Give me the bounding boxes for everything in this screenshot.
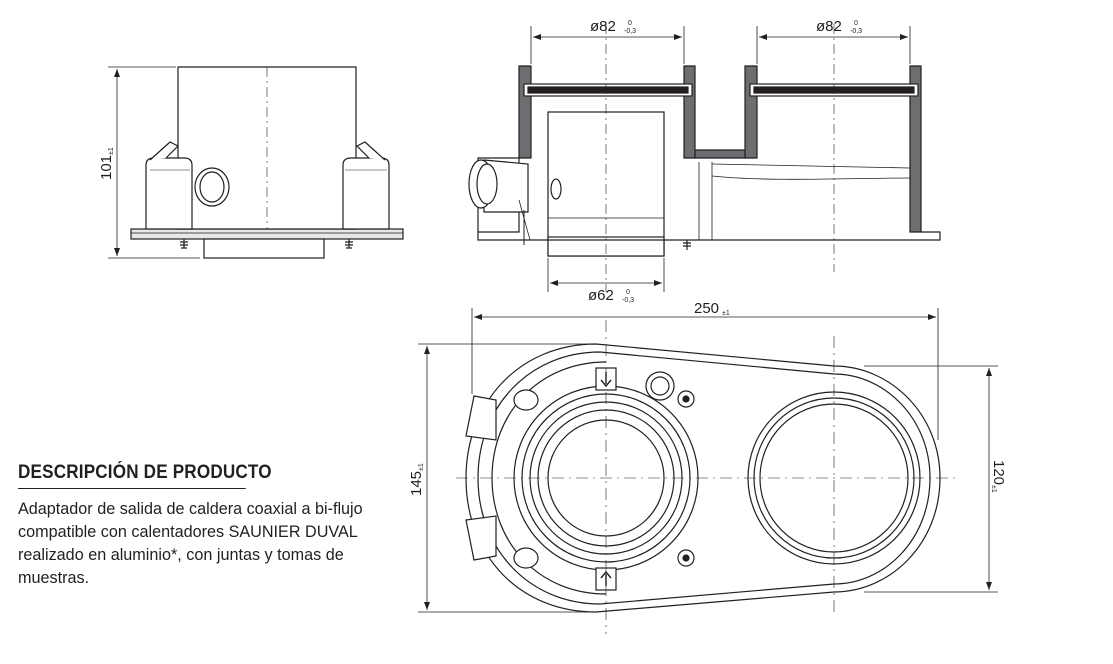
dim-inlet-bottom-tol-bottom: -0,3 bbox=[622, 297, 634, 304]
dim-outlet-right bbox=[756, 26, 911, 64]
svg-text:101: 101 bbox=[98, 155, 115, 180]
plan-view bbox=[456, 320, 960, 634]
dim-outlet-left bbox=[530, 26, 685, 64]
svg-text:±1: ±1 bbox=[108, 147, 115, 155]
dim-outlet-right-tol-bottom: -0,3 bbox=[850, 28, 862, 35]
dim-length-tol: ±1 bbox=[722, 310, 730, 317]
description-title: DESCRIPCIÓN DE PRODUCTO bbox=[18, 462, 272, 489]
dim-width-right-label: 120 ±1 bbox=[990, 460, 1007, 493]
svg-text:±1: ±1 bbox=[990, 485, 997, 493]
dim-inlet-bottom-tol-top: 0 bbox=[626, 289, 630, 296]
dim-width-right bbox=[864, 365, 998, 593]
dim-inlet-bottom bbox=[547, 258, 665, 292]
dim-length-top bbox=[471, 308, 939, 440]
dim-height-label: 101 ±1 bbox=[98, 147, 115, 180]
product-description: DESCRIPCIÓN DE PRODUCTO Adaptador de sal… bbox=[18, 462, 390, 590]
svg-text:±1: ±1 bbox=[418, 463, 425, 471]
dim-outlet-left-tol-top: 0 bbox=[628, 20, 632, 27]
svg-text:145: 145 bbox=[408, 471, 425, 496]
dim-height-side bbox=[108, 66, 200, 259]
section-view bbox=[468, 24, 941, 292]
dim-width-left-label: 145 ±1 bbox=[408, 463, 425, 496]
dim-outlet-left-label: ø82 bbox=[590, 18, 616, 35]
dim-inlet-bottom-label: ø62 bbox=[588, 287, 614, 304]
dim-outlet-left-tol-bottom: -0,3 bbox=[624, 28, 636, 35]
description-body: Adaptador de salida de caldera coaxial a… bbox=[18, 500, 363, 587]
side-view bbox=[130, 66, 404, 259]
dim-outlet-right-label: ø82 bbox=[816, 18, 842, 35]
dim-width-left bbox=[418, 343, 594, 613]
dim-length-label: 250 bbox=[694, 300, 719, 317]
svg-text:120: 120 bbox=[990, 460, 1007, 485]
dim-outlet-right-tol-top: 0 bbox=[854, 20, 858, 27]
